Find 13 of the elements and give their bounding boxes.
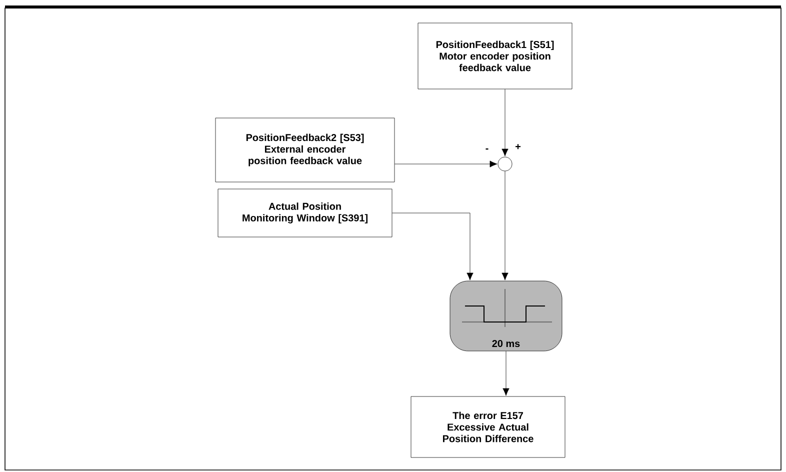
time-window-block: 20 ms (450, 280, 562, 352)
arrow (394, 160, 498, 168)
arrow (502, 89, 508, 156)
sign-label: + (516, 144, 521, 150)
text-box: The error E157 Excessive Actual Position Difference (410, 396, 566, 458)
arrow (502, 351, 510, 396)
sign-label: - (486, 148, 488, 150)
summing-junction (498, 156, 512, 172)
text-box: PositionFeedback1 [S51] Motor encoder position feedback value (418, 22, 572, 90)
arrow (392, 212, 474, 280)
arrow (502, 171, 508, 280)
text-box: PositionFeedback2 [S53] External encoder position feedback value (215, 118, 395, 182)
text-box: Actual Position Monitoring Window [S391] (218, 188, 392, 238)
